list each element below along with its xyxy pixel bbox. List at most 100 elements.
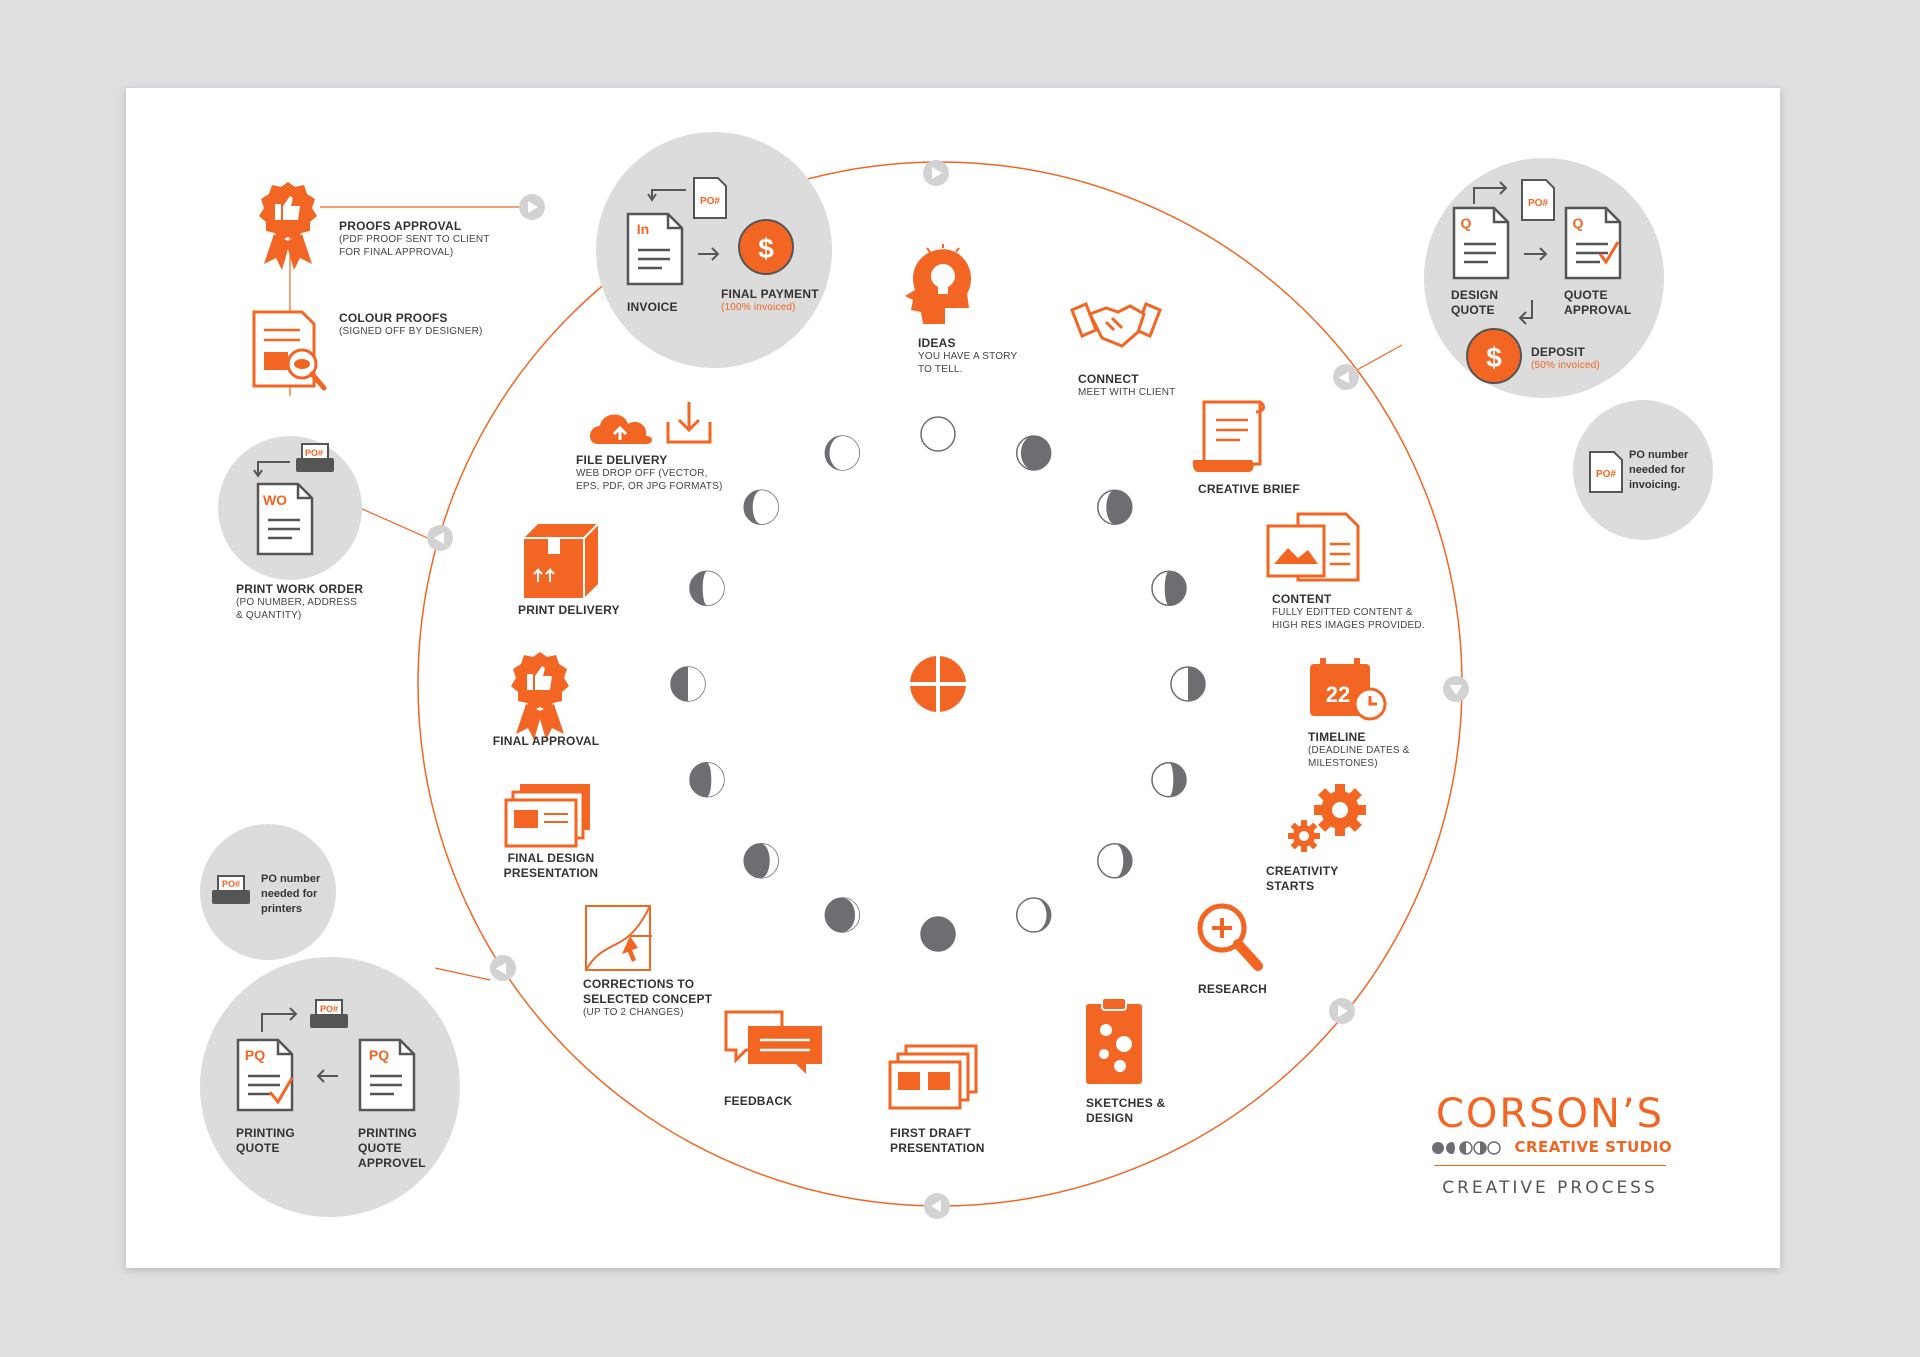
moon-phase-icon bbox=[1015, 897, 1052, 933]
printing-quote-circle bbox=[200, 957, 460, 1217]
arrow-left-icon bbox=[924, 1193, 950, 1219]
step-title: PRINT DELIVERY bbox=[518, 603, 620, 617]
final-design-presentation-icon bbox=[504, 784, 590, 848]
step-title: FINAL DESIGN PRESENTATION bbox=[503, 851, 599, 880]
po-invoicing-circle bbox=[1573, 400, 1713, 540]
arrow-up-icon bbox=[485, 950, 521, 986]
brand-sub-row: CREATIVE STUDIO bbox=[1430, 1138, 1673, 1157]
download-icon bbox=[666, 402, 712, 444]
step-subtitle: FULLY EDITTED CONTENT & HIGH RES IMAGES … bbox=[1272, 607, 1425, 631]
step-title: DEPOSIT bbox=[1531, 345, 1586, 359]
step-print-delivery: PRINT DELIVERY bbox=[518, 603, 638, 618]
step-title: IDEAS bbox=[918, 336, 956, 350]
step-connect: CONNECT MEET WITH CLIENT bbox=[1078, 372, 1218, 400]
moon-phase-icon bbox=[1151, 761, 1187, 798]
magnifier-icon bbox=[1197, 903, 1263, 971]
ideas-head-icon bbox=[905, 244, 971, 324]
step-subtitle: (SIGNED OFF BY DESIGNER) bbox=[339, 326, 483, 337]
po-label: PO# bbox=[305, 448, 323, 458]
step-title: DESIGN QUOTE bbox=[1451, 288, 1499, 317]
moon-phase-icon bbox=[920, 916, 956, 952]
cloud-upload-icon bbox=[589, 414, 652, 444]
step-subtitle: WEB DROP OFF (VECTOR, EPS, PDF, OR JPG F… bbox=[576, 468, 723, 492]
clipboard-icon bbox=[1086, 997, 1142, 1084]
brand-name: CORSON’S bbox=[1435, 1091, 1665, 1137]
calendar-icon: 22 bbox=[1310, 658, 1387, 721]
step-title: FEEDBACK bbox=[724, 1094, 793, 1108]
step-title: PRINT WORK ORDER bbox=[236, 582, 364, 596]
quote-approval: QUOTE APPROVAL bbox=[1564, 288, 1640, 318]
moon-phase-icon bbox=[824, 897, 861, 933]
gears-icon bbox=[1288, 784, 1366, 852]
step-title: PRINTING QUOTE APPROVEL bbox=[358, 1126, 426, 1170]
step-final-design: FINAL DESIGN PRESENTATION bbox=[496, 851, 606, 881]
po-label: PO# bbox=[700, 196, 720, 207]
step-subtitle: (50% invoiced) bbox=[1531, 360, 1600, 371]
moon-phase-icon bbox=[1097, 843, 1133, 879]
step-creativity: CREATIVITY STARTS bbox=[1266, 864, 1350, 894]
arrow-right-icon bbox=[1329, 998, 1355, 1024]
step-title: COLOUR PROOFS bbox=[339, 311, 448, 325]
q-label: Q bbox=[1461, 215, 1472, 231]
step-final-approval: FINAL APPROVAL bbox=[486, 734, 606, 749]
colour-proofs-icon bbox=[252, 310, 327, 391]
step-research: RESEARCH bbox=[1198, 982, 1298, 997]
moon-phase-icon bbox=[689, 570, 725, 607]
brand-sub: CREATIVE STUDIO bbox=[1514, 1138, 1673, 1156]
colour-proofs: COLOUR PROOFS (SIGNED OFF BY DESIGNER) bbox=[339, 311, 499, 339]
step-subtitle: (PO NUMBER, ADDRESS & QUANTITY) bbox=[236, 597, 358, 621]
design-quote: DESIGN QUOTE bbox=[1451, 288, 1511, 318]
approval-ribbon-icon bbox=[511, 652, 569, 740]
step-title: CREATIVITY STARTS bbox=[1266, 864, 1339, 893]
step-timeline: TIMELINE (DEADLINE DATES & MILESTONES) bbox=[1308, 730, 1418, 770]
content-documents-icon bbox=[1266, 512, 1360, 582]
moon-phase-icon bbox=[1151, 570, 1187, 607]
po-label: PO# bbox=[222, 879, 240, 889]
step-creative-brief: CREATIVE BRIEF bbox=[1198, 482, 1338, 497]
scroll-icon bbox=[1192, 400, 1265, 472]
quote-document-group: PO# Q Q $ bbox=[1452, 179, 1622, 384]
center-quartered-icon bbox=[910, 656, 966, 712]
arrow-left-icon bbox=[427, 525, 453, 551]
step-feedback: FEEDBACK bbox=[724, 1094, 824, 1109]
brand-divider bbox=[1434, 1165, 1666, 1166]
po-invoicing-icon: PO# bbox=[1589, 451, 1623, 493]
calendar-day: 22 bbox=[1326, 682, 1350, 707]
step-subtitle: (DEADLINE DATES & MILESTONES) bbox=[1308, 745, 1410, 769]
brand-block: CORSON’S CREATIVE STUDIO CREATIVE PROCES… bbox=[1430, 1091, 1673, 1198]
in-label: In bbox=[637, 221, 649, 237]
arrow-right-icon bbox=[923, 160, 949, 186]
final-payment: FINAL PAYMENT (100% invoiced) bbox=[721, 287, 831, 315]
cursor-vector-icon bbox=[585, 905, 652, 971]
po-printers-note: PO number needed for printers bbox=[261, 873, 321, 915]
po-label: PO# bbox=[1528, 198, 1548, 209]
step-ideas: IDEAS YOU HAVE A STORY TO TELL. bbox=[918, 336, 1028, 376]
step-file-delivery: FILE DELIVERY WEB DROP OFF (VECTOR, EPS,… bbox=[576, 453, 726, 493]
po-invoicing-note: PO number needed for invoicing. bbox=[1629, 449, 1689, 491]
wo-label: WO bbox=[263, 492, 287, 508]
step-title: SKETCHES & DESIGN bbox=[1086, 1096, 1166, 1125]
step-title: INVOICE bbox=[627, 300, 678, 314]
deposit: DEPOSIT (50% invoiced) bbox=[1531, 345, 1631, 373]
moon-phase-icon bbox=[1097, 489, 1133, 525]
po-printers-circle bbox=[200, 824, 336, 960]
speech-bubbles-icon bbox=[724, 1010, 822, 1074]
invoice: INVOICE bbox=[627, 300, 687, 315]
box-icon bbox=[524, 523, 599, 598]
work-order-document-group: PO# WO bbox=[253, 443, 335, 556]
step-title: PRINTING QUOTE bbox=[236, 1126, 295, 1155]
step-subtitle: (UP TO 2 CHANGES) bbox=[583, 1007, 684, 1018]
step-title: PROOFS APPROVAL bbox=[339, 219, 462, 233]
moon-dots-icon bbox=[1432, 1141, 1501, 1155]
pq-label: PQ bbox=[245, 1047, 265, 1063]
moon-phase-icon bbox=[689, 761, 725, 798]
dollar-icon: $ bbox=[758, 233, 774, 264]
printing-quote-document-group: PO# PQ PQ bbox=[236, 999, 416, 1112]
step-title: QUOTE APPROVAL bbox=[1564, 288, 1632, 317]
invoice-document-group: PO# In $ bbox=[626, 177, 794, 286]
moon-phase-icon bbox=[670, 666, 706, 702]
po-label: PO# bbox=[320, 1004, 338, 1014]
arrow-up-icon bbox=[1328, 359, 1364, 395]
step-title: CONTENT bbox=[1272, 592, 1332, 606]
